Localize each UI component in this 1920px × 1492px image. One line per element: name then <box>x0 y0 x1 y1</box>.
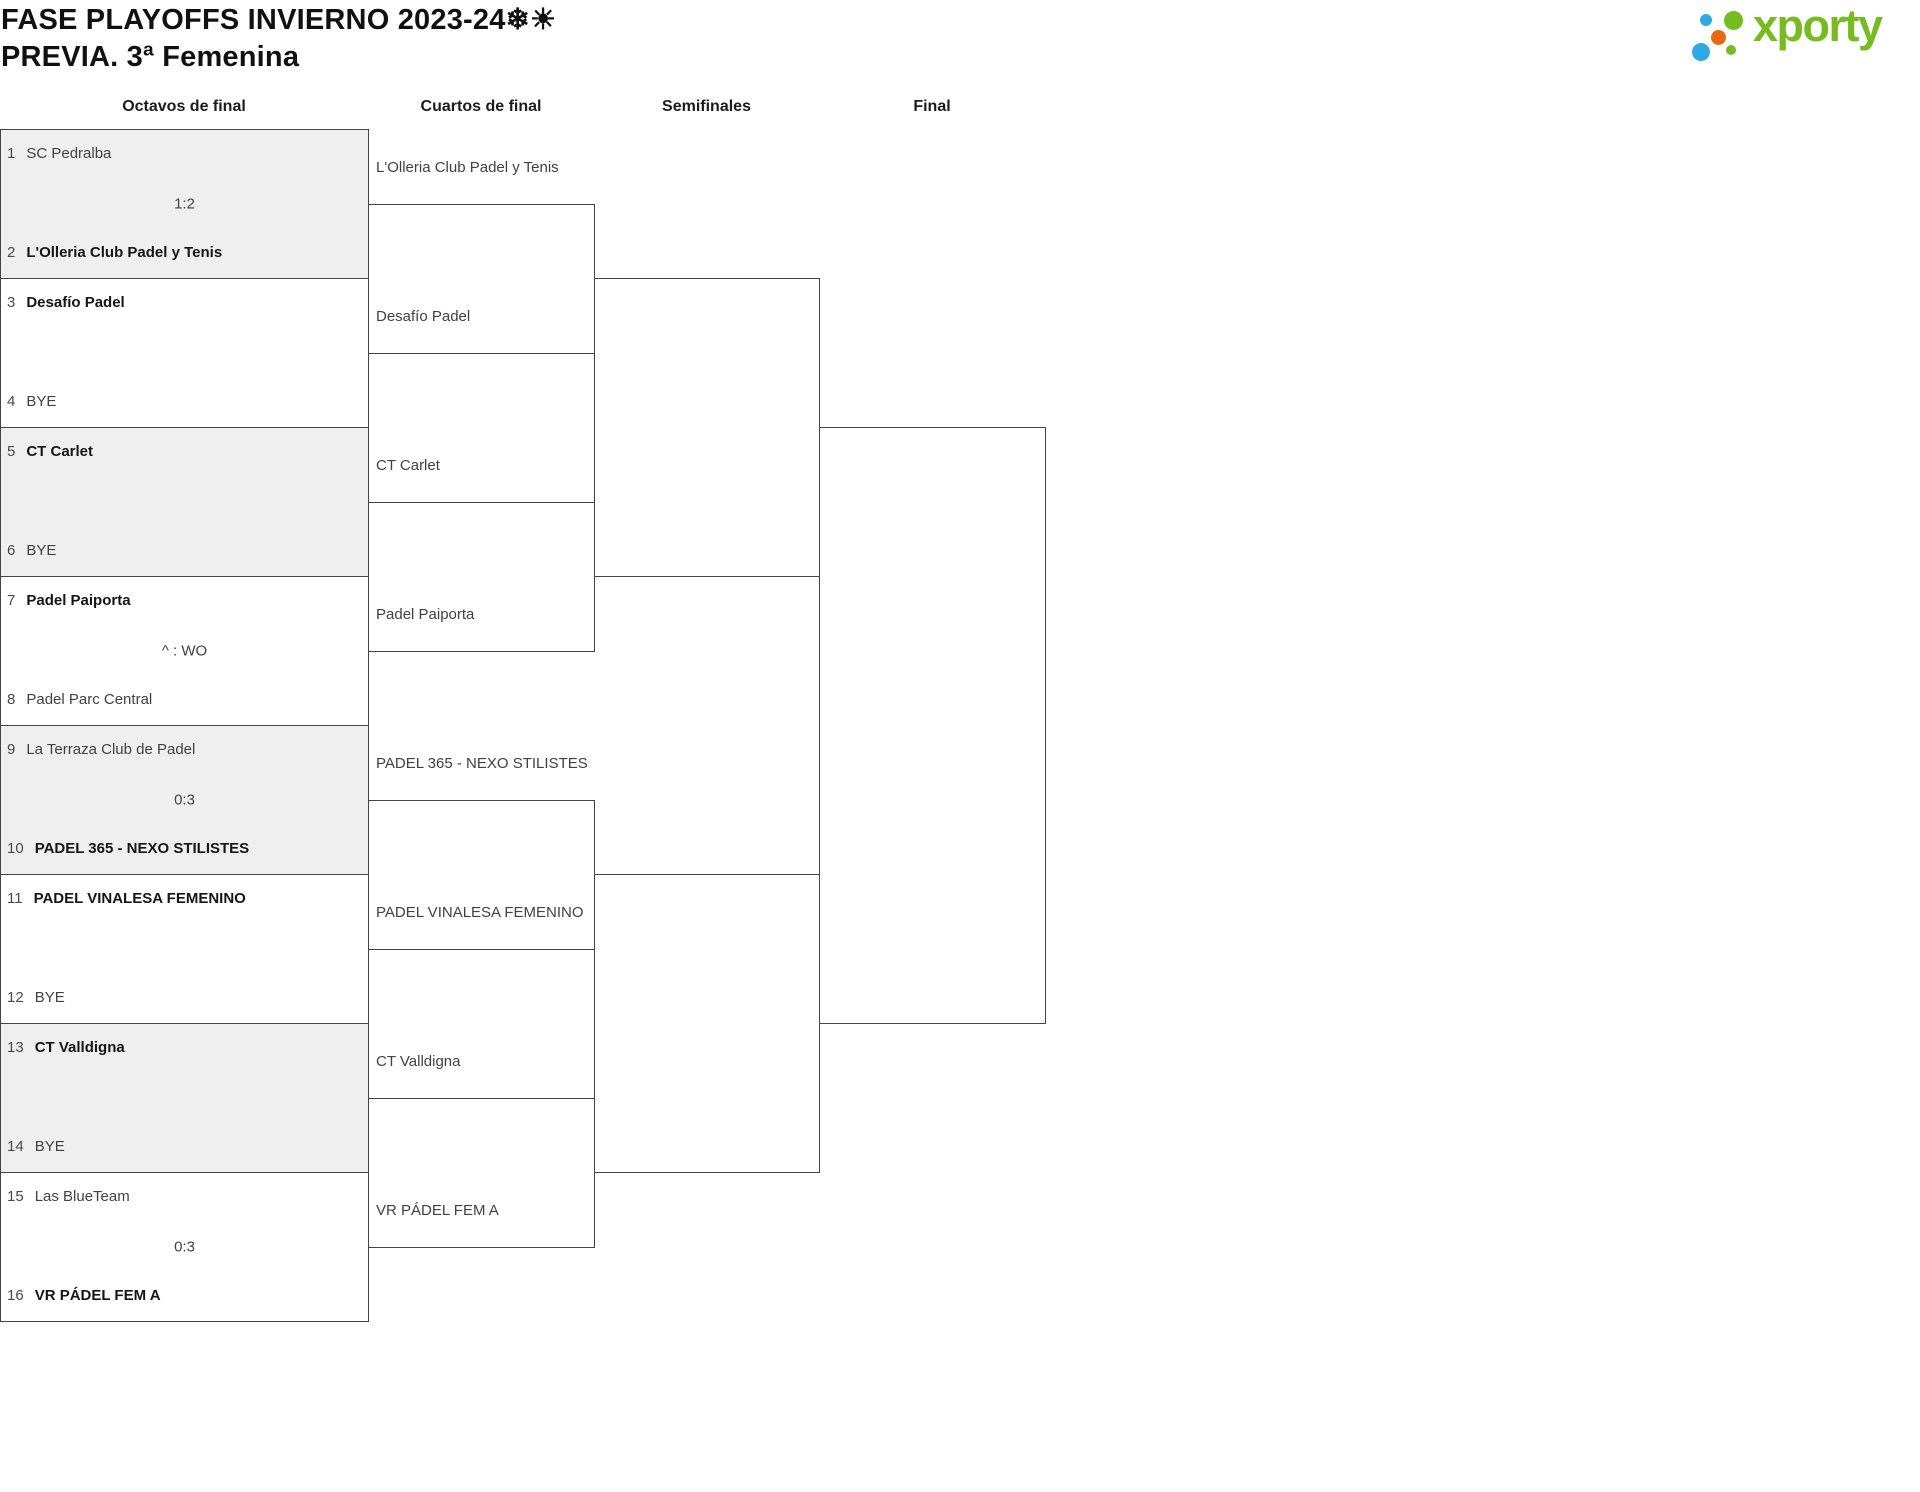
qf-team-label: PADEL VINALESA FEMENINO <box>376 904 584 921</box>
seed-number: 3 <box>7 293 16 311</box>
team-row: 16 VR PÁDEL FEM A <box>1 1285 368 1305</box>
xporty-logo[interactable]: xporty <box>1690 0 1912 66</box>
qf-team-label: VR PÁDEL FEM A <box>376 1202 499 1219</box>
team-row: 1 SC Pedralba <box>1 143 368 163</box>
seed-number: 4 <box>7 392 16 410</box>
team-name: SC Pedralba <box>26 144 112 162</box>
team-name: Las BlueTeam <box>34 1187 130 1205</box>
logo-dot-blue-small <box>1700 14 1712 26</box>
team-row: 4 BYE <box>1 391 368 411</box>
qf-team-label: Desafío Padel <box>376 308 471 325</box>
quarterfinal-box-3 <box>368 800 595 950</box>
team-row: 10 PADEL 365 - NEXO STILISTES <box>1 838 368 858</box>
match-score: 1:2 <box>174 195 195 213</box>
team-name: BYE <box>26 392 57 410</box>
match-score: 0:3 <box>174 791 195 809</box>
team-row: 12 BYE <box>1 987 368 1007</box>
quarterfinal-box-4 <box>368 1098 595 1248</box>
match-box-2: 3 Desafío Padel 4 BYE <box>0 278 369 428</box>
team-name: PADEL 365 - NEXO STILISTES <box>34 839 250 857</box>
quarterfinal-box-1 <box>368 204 595 354</box>
team-row: 15 Las BlueTeam <box>1 1186 368 1206</box>
seed-number: 6 <box>7 541 16 559</box>
seed-number: 13 <box>7 1038 24 1056</box>
team-name: VR PÁDEL FEM A <box>34 1286 161 1304</box>
match-box-5: 9 La Terraza Club de Padel 0:3 10 PADEL … <box>0 725 369 875</box>
team-row: 11 PADEL VINALESA FEMENINO <box>1 888 368 908</box>
qf-team-label: Padel Paiporta <box>376 606 475 623</box>
team-name: BYE <box>34 1137 65 1155</box>
team-name: L'Olleria Club Padel y Tenis <box>26 243 223 261</box>
seed-number: 15 <box>7 1187 24 1205</box>
semifinal-box-1 <box>594 278 820 577</box>
team-row: 5 CT Carlet <box>1 441 368 461</box>
team-name: CT Valldigna <box>34 1038 125 1056</box>
seed-number: 1 <box>7 144 16 162</box>
page-subtitle: PREVIA. 3ª Femenina <box>1 41 300 73</box>
semifinal-box-2 <box>594 874 820 1173</box>
match-box-1: 1 SC Pedralba 1:2 2 L'Olleria Club Padel… <box>0 129 369 279</box>
team-row: 14 BYE <box>1 1136 368 1156</box>
logo-dot-blue-large <box>1692 43 1710 61</box>
team-name: CT Carlet <box>26 442 94 460</box>
seed-number: 14 <box>7 1137 24 1155</box>
seed-number: 10 <box>7 839 24 857</box>
qf-team-label: CT Carlet <box>376 457 440 474</box>
qf-team-label: PADEL 365 - NEXO STILISTES <box>376 755 588 772</box>
final-box <box>819 427 1046 1024</box>
qf-team-label: L'Olleria Club Padel y Tenis <box>376 159 559 176</box>
team-name: BYE <box>26 541 57 559</box>
seed-number: 16 <box>7 1286 24 1304</box>
team-row: 8 Padel Parc Central <box>1 689 368 709</box>
quarterfinal-box-2 <box>368 502 595 652</box>
team-row: 2 L'Olleria Club Padel y Tenis <box>1 242 368 262</box>
match-score: 0:3 <box>174 1238 195 1256</box>
match-score: ^ : WO <box>161 642 208 660</box>
match-box-7: 13 CT Valldigna 14 BYE <box>0 1023 369 1173</box>
team-name: Padel Paiporta <box>26 591 131 609</box>
round-header-final: Final <box>913 98 951 115</box>
seed-number: 8 <box>7 690 16 708</box>
match-box-4: 7 Padel Paiporta ^ : WO 8 Padel Parc Cen… <box>0 576 369 726</box>
seed-number: 7 <box>7 591 16 609</box>
team-name: PADEL VINALESA FEMENINO <box>33 889 246 907</box>
logo-wordmark: xporty <box>1753 0 1883 51</box>
logo-dot-orange <box>1711 30 1726 45</box>
round-header-octavos: Octavos de final <box>122 98 246 115</box>
seed-number: 12 <box>7 988 24 1006</box>
seed-number: 11 <box>7 889 23 907</box>
team-row: 7 Padel Paiporta <box>1 590 368 610</box>
match-box-3: 5 CT Carlet 6 BYE <box>0 427 369 577</box>
round-header-cuartos: Cuartos de final <box>420 98 542 115</box>
seed-number: 5 <box>7 442 16 460</box>
round-header-semifinales: Semifinales <box>662 98 751 115</box>
logo-dot-green-small <box>1726 45 1736 55</box>
logo-dot-green-large <box>1724 11 1743 30</box>
qf-team-label: CT Valldigna <box>376 1053 461 1070</box>
team-name: BYE <box>34 988 65 1006</box>
match-box-8: 15 Las BlueTeam 0:3 16 VR PÁDEL FEM A <box>0 1172 369 1322</box>
page-title: FASE PLAYOFFS INVIERNO 2023-24❄☀ <box>1 4 557 36</box>
team-row: 6 BYE <box>1 540 368 560</box>
team-row: 13 CT Valldigna <box>1 1037 368 1057</box>
team-row: 9 La Terraza Club de Padel <box>1 739 368 759</box>
match-box-6: 11 PADEL VINALESA FEMENINO 12 BYE <box>0 874 369 1024</box>
team-name: Padel Parc Central <box>26 690 153 708</box>
team-row: 3 Desafío Padel <box>1 292 368 312</box>
team-name: La Terraza Club de Padel <box>26 740 196 758</box>
team-name: Desafío Padel <box>26 293 125 311</box>
seed-number: 9 <box>7 740 16 758</box>
seed-number: 2 <box>7 243 16 261</box>
